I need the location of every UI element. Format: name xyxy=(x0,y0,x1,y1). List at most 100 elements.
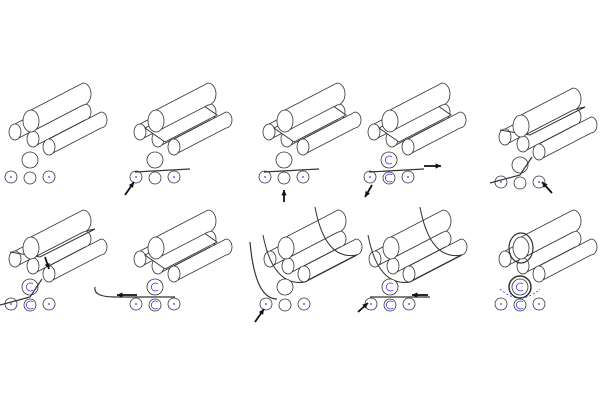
top-roll-circle xyxy=(146,151,164,169)
panel-step-2 xyxy=(124,82,233,196)
roll-center-dot xyxy=(10,176,12,178)
roll-center-dot xyxy=(173,303,175,305)
roller-body xyxy=(520,87,582,138)
roller-assembly xyxy=(498,209,598,283)
roller-end xyxy=(167,265,181,283)
panel-step-4 xyxy=(363,82,467,198)
panel-step-6 xyxy=(0,209,108,312)
top-roll-circle xyxy=(276,278,294,296)
roller-end xyxy=(8,250,22,268)
roll-schematic xyxy=(489,156,546,190)
roller-end xyxy=(26,257,40,275)
roll-center-dot xyxy=(408,303,410,305)
feed-arrow-head xyxy=(281,190,287,196)
roll-center-dot xyxy=(538,181,540,183)
rotation-mark-icon xyxy=(150,282,159,292)
roller-body xyxy=(389,82,451,133)
roller-assembly xyxy=(262,206,363,283)
roller-end xyxy=(22,236,40,260)
rotation-mark-icon xyxy=(385,300,394,310)
roller-end xyxy=(381,109,399,133)
roll-schematic xyxy=(494,275,546,312)
roller-top xyxy=(22,82,92,133)
formed-ring xyxy=(508,275,532,299)
roller-end xyxy=(386,257,400,275)
roller-top xyxy=(22,209,92,260)
roller-top xyxy=(512,209,582,260)
roller-end xyxy=(42,138,56,156)
roller-top xyxy=(381,82,451,133)
curved-sheet xyxy=(262,206,358,283)
roller-body xyxy=(302,111,362,156)
roll-center-dot xyxy=(369,176,371,178)
lower-roll-circle xyxy=(513,176,527,190)
rotation-mark-icon xyxy=(515,282,524,292)
roll-center-dot xyxy=(302,176,304,178)
roller-body xyxy=(390,209,452,260)
feed-arrow-head xyxy=(412,292,418,298)
feed-arrow-head xyxy=(128,182,134,188)
roll-schematic xyxy=(129,151,191,185)
roller-right xyxy=(42,238,108,283)
curved-sheet xyxy=(367,206,463,283)
roller-end xyxy=(147,236,165,260)
roller-end xyxy=(512,236,530,260)
feed-arrow-head xyxy=(362,303,368,309)
roller-end xyxy=(167,138,181,156)
roller-end xyxy=(22,109,40,133)
rotation-mark-icon xyxy=(384,155,393,165)
roller-end xyxy=(516,135,530,153)
top-roll-circle xyxy=(511,278,529,296)
roll-center-dot xyxy=(500,181,502,183)
roller-assembly xyxy=(498,87,598,161)
panel-step-8 xyxy=(249,206,363,323)
top-roll-circle xyxy=(21,151,39,169)
roller-end xyxy=(498,250,512,268)
roller-end xyxy=(297,265,311,283)
roller-right xyxy=(296,111,362,156)
roll-schematic xyxy=(258,151,320,185)
roller-right xyxy=(401,111,467,156)
roller-end xyxy=(133,250,147,268)
feed-arrow-head xyxy=(44,263,50,269)
roller-assembly xyxy=(8,209,108,283)
feed-arrow-head xyxy=(258,309,264,315)
roller-end xyxy=(26,130,40,148)
panel-step-1 xyxy=(4,82,108,185)
roll-center-dot xyxy=(500,303,502,305)
roller-body xyxy=(30,82,92,133)
schematic-sheet xyxy=(489,156,533,184)
roll-schematic xyxy=(94,278,181,312)
roller-end xyxy=(262,123,276,141)
roll-schematic xyxy=(249,241,311,312)
roller-end xyxy=(512,114,530,138)
roller-end xyxy=(367,123,381,141)
roll-center-dot xyxy=(135,303,137,305)
roller-assembly xyxy=(262,82,362,156)
roller-top xyxy=(277,209,347,260)
roller-top xyxy=(382,209,452,260)
roller-top xyxy=(147,209,217,260)
roller-body xyxy=(284,82,346,133)
roll-center-dot xyxy=(370,303,372,305)
panel-step-10 xyxy=(494,209,598,312)
roller-end xyxy=(532,143,546,161)
roller-end xyxy=(402,265,416,283)
roller-body xyxy=(30,209,92,260)
roller-body xyxy=(173,111,233,156)
roller-top xyxy=(276,82,346,133)
roll-center-dot xyxy=(10,303,12,305)
roller-body xyxy=(538,238,598,283)
top-roll-circle xyxy=(21,278,39,296)
roll-center-dot xyxy=(538,303,540,305)
top-roll-circle xyxy=(380,151,398,169)
roller-end xyxy=(133,123,147,141)
roller-assembly xyxy=(8,82,108,156)
roll-center-dot xyxy=(48,176,50,178)
roll-center-dot xyxy=(173,176,175,178)
roller-assembly xyxy=(367,206,468,283)
roll-center-dot xyxy=(135,176,137,178)
roller-right xyxy=(167,111,233,156)
